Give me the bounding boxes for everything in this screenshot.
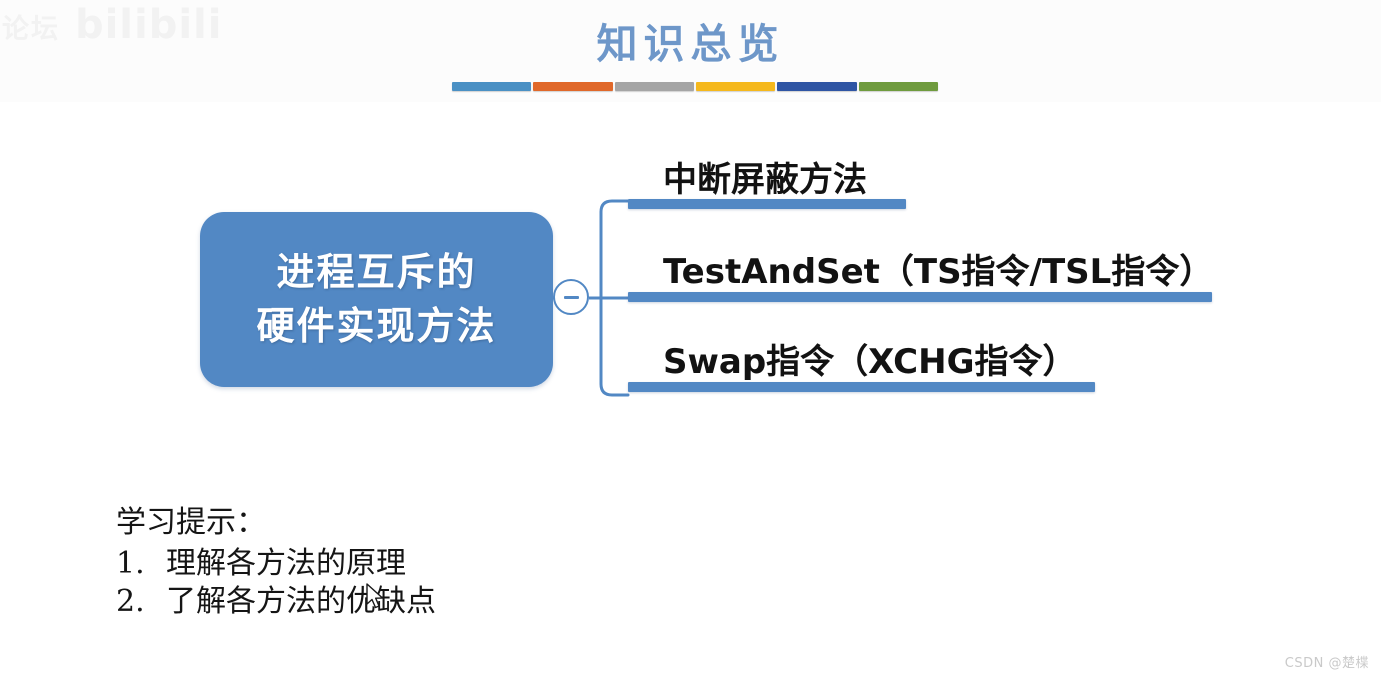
title-accent-bars <box>452 82 938 92</box>
accent-bar-darkblue <box>777 82 857 91</box>
accent-bar-yellow <box>695 82 776 91</box>
accent-bar-green <box>858 82 938 91</box>
root-node-line-2: 硬件实现方法 <box>256 303 497 348</box>
mouse-cursor-icon <box>366 583 384 609</box>
minus-icon <box>563 295 579 299</box>
page-title: 知识总览 <box>596 20 785 68</box>
branch-bar-1 <box>628 199 906 209</box>
study-hint-text-1: 理解各方法的原理 <box>166 545 406 581</box>
branch-label-1[interactable]: 中断屏蔽方法 <box>663 160 867 200</box>
bilibili-watermark-logo: bilibili <box>74 2 223 48</box>
mindmap-root-node[interactable]: 进程互斥的 硬件实现方法 <box>200 212 553 387</box>
branch-label-2[interactable]: TestAndSet（TS指令/TSL指令） <box>663 252 1214 292</box>
branch-bar-2 <box>628 292 1212 302</box>
study-hint-item-1: 1. 理解各方法的原理 <box>116 546 436 583</box>
bilibili-watermark: 论坛 bilibili <box>2 2 221 48</box>
accent-bar-gray <box>614 82 694 91</box>
accent-bar-blue <box>452 82 532 91</box>
accent-bar-orange <box>533 82 613 91</box>
csdn-watermark: CSDN @楚楪 <box>1284 656 1369 671</box>
bilibili-watermark-cn: 论坛 <box>2 14 60 45</box>
branch-label-3[interactable]: Swap指令（XCHG指令） <box>663 342 1077 382</box>
root-node-line-1: 进程互斥的 <box>276 249 477 294</box>
study-hints: 学习提示： 1. 理解各方法的原理 2. 了解各方法的优缺点 <box>116 505 436 623</box>
study-hint-number-2: 2. <box>116 584 145 620</box>
study-hint-number-1: 1. <box>116 545 145 581</box>
study-hint-item-2: 2. 了解各方法的优缺点 <box>116 584 436 621</box>
study-hint-text-2: 了解各方法的优缺点 <box>166 584 436 620</box>
study-hints-heading: 学习提示： <box>116 505 266 540</box>
collapse-toggle-button[interactable] <box>553 279 589 315</box>
branch-bar-3 <box>628 382 1095 392</box>
